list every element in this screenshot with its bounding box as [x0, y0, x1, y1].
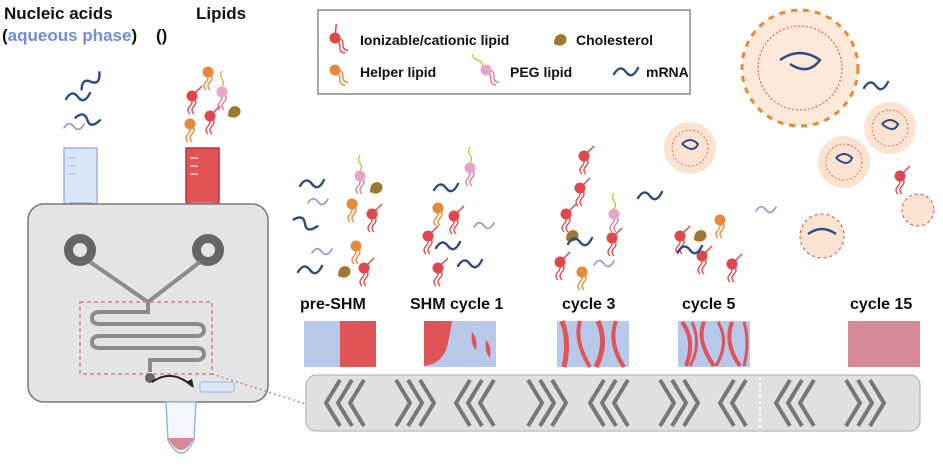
herringbone-channel: [305, 374, 921, 432]
cycle15-particles: [740, 8, 935, 259]
stage-label-cycle1: SHM cycle 1: [410, 296, 504, 313]
stage-label-cycle15: cycle 15: [850, 296, 913, 313]
legend-label-3: PEG lipid: [510, 64, 572, 80]
stage-label-cycle3: cycle 3: [562, 296, 616, 313]
collection-tube: [165, 381, 235, 454]
legend: Ionizable/cationic lipid Cholesterol Hel…: [317, 9, 691, 95]
legend-label-0: Ionizable/cationic lipid: [360, 32, 509, 48]
cycle1-particles: [421, 146, 495, 287]
zoom-line: [211, 373, 307, 405]
stage-label-pre-shm: pre-SHM: [300, 296, 366, 313]
aqueous-phase-text: aqueous phase: [7, 26, 132, 45]
aqueous-phase-label: (aqueous phase): [2, 26, 138, 45]
stage-square-cycle15: [848, 321, 920, 367]
legend-label-1: Cholesterol: [576, 32, 653, 48]
cycle3-particles: [553, 145, 623, 291]
legend-label-4: mRNA: [646, 64, 689, 80]
organic-phase-label: (): [156, 26, 168, 45]
lipids-title: Lipids: [196, 4, 247, 23]
stage-square-cycle5: [678, 320, 750, 368]
cycle5-particles: [636, 121, 777, 283]
stage-square-pre-shm: [304, 321, 376, 367]
pre-shm-particles: [291, 154, 383, 287]
legend-label-2: Helper lipid: [360, 64, 436, 80]
stage-square-cycle1: [424, 321, 496, 367]
stage-label-cycle5: cycle 5: [682, 296, 736, 313]
microfluidic-chip: [27, 203, 269, 403]
nucleic-acids-title: Nucleic acids: [4, 4, 113, 23]
stage-square-cycle3: [557, 319, 629, 369]
